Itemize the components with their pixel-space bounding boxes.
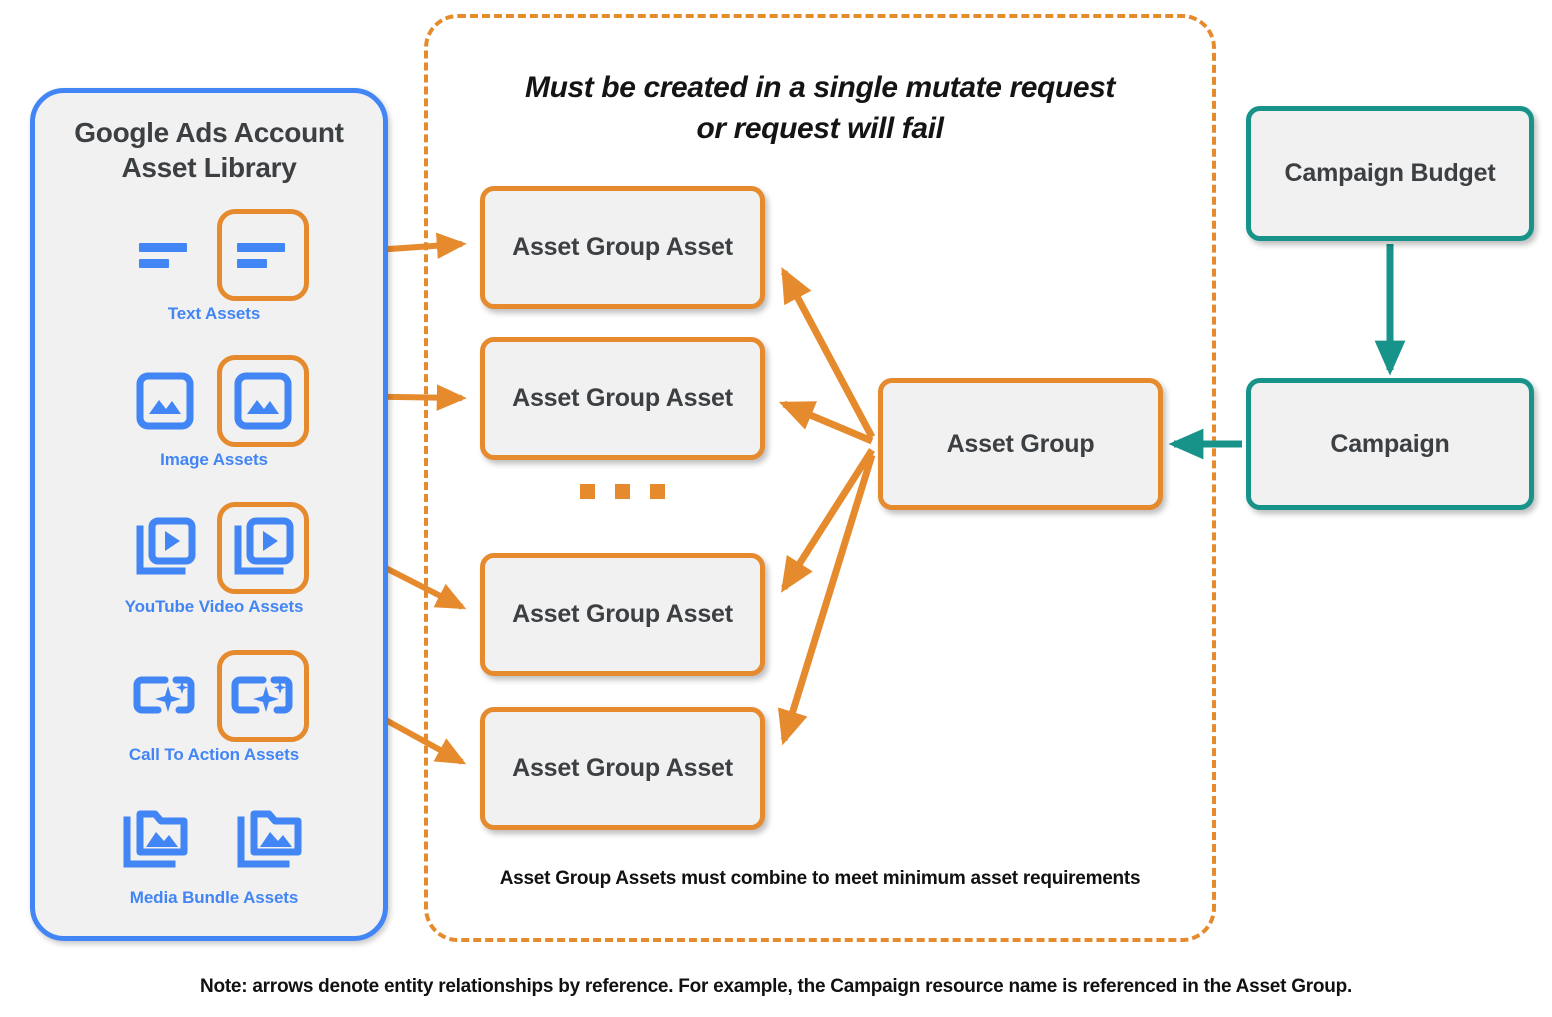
call-to-action-asset-icon — [119, 650, 211, 742]
text-asset-icon-highlighted[interactable] — [217, 209, 309, 301]
asset-library-title: Google Ads Account Asset Library — [35, 115, 383, 186]
mutate-note-line2: or request will fail — [696, 111, 944, 145]
library-item-label-image: Image Assets — [160, 450, 268, 469]
asset-library-panel: Google Ads Account Asset Library — [30, 88, 388, 941]
text-asset-icon — [119, 209, 211, 301]
asset-library-title-line1: Google Ads Account — [74, 117, 344, 148]
image-asset-icon — [119, 355, 211, 447]
asset-library-title-line2: Asset Library — [121, 152, 297, 184]
ellipsis-indicator — [480, 484, 765, 499]
media-bundle-asset-icon-2 — [225, 793, 317, 885]
asset-group-node[interactable]: Asset Group — [878, 378, 1163, 510]
library-item-label-text: Text Assets — [167, 304, 261, 323]
library-item-label-media-bundle: Media Bundle Assets — [129, 888, 299, 907]
combine-requirements-note: Asset Group Assets must combine to meet … — [499, 868, 1141, 889]
library-item-label-cta: Call To Action Assets — [128, 745, 300, 764]
ellipsis-dot-3 — [650, 484, 665, 499]
asset-group-asset-node-1[interactable]: Asset Group Asset — [480, 337, 765, 460]
library-item-text-assets[interactable]: Text Assets — [35, 209, 393, 324]
asset-group-asset-node-3[interactable]: Asset Group Asset — [480, 707, 765, 830]
mutate-note-line1: Must be created in a single mutate reque… — [524, 71, 1116, 104]
asset-group-asset-node-2[interactable]: Asset Group Asset — [480, 553, 765, 676]
library-item-media-bundle-assets[interactable]: Media Bundle Assets — [35, 793, 393, 908]
media-bundle-asset-icon — [111, 793, 203, 885]
youtube-video-asset-icon-highlighted[interactable] — [217, 502, 309, 594]
media-bundle-assets-icon-group — [35, 793, 393, 885]
text-assets-icon-group — [35, 209, 393, 301]
library-item-call-to-action-assets[interactable]: Call To Action Assets — [35, 650, 393, 765]
youtube-video-assets-icon-group — [35, 502, 393, 594]
library-item-youtube-video-assets[interactable]: YouTube Video Assets — [35, 502, 393, 617]
asset-group-asset-node-0[interactable]: Asset Group Asset — [480, 186, 765, 309]
library-item-label-youtube: YouTube Video Assets — [124, 597, 304, 616]
campaign-node[interactable]: Campaign — [1246, 378, 1534, 510]
call-to-action-assets-icon-group — [35, 650, 393, 742]
call-to-action-asset-icon-highlighted[interactable] — [217, 650, 309, 742]
mutate-panel-note: Must be created in a single mutate reque… — [452, 68, 1188, 150]
ellipsis-dot-1 — [580, 484, 595, 499]
ellipsis-dot-2 — [615, 484, 630, 499]
campaign-budget-node[interactable]: Campaign Budget — [1246, 106, 1534, 241]
library-item-image-assets[interactable]: Image Assets — [35, 355, 393, 470]
image-assets-icon-group — [35, 355, 393, 447]
footer-note: Note: arrows denote entity relationships… — [200, 976, 1352, 997]
youtube-video-asset-icon — [119, 502, 211, 594]
image-asset-icon-highlighted[interactable] — [217, 355, 309, 447]
